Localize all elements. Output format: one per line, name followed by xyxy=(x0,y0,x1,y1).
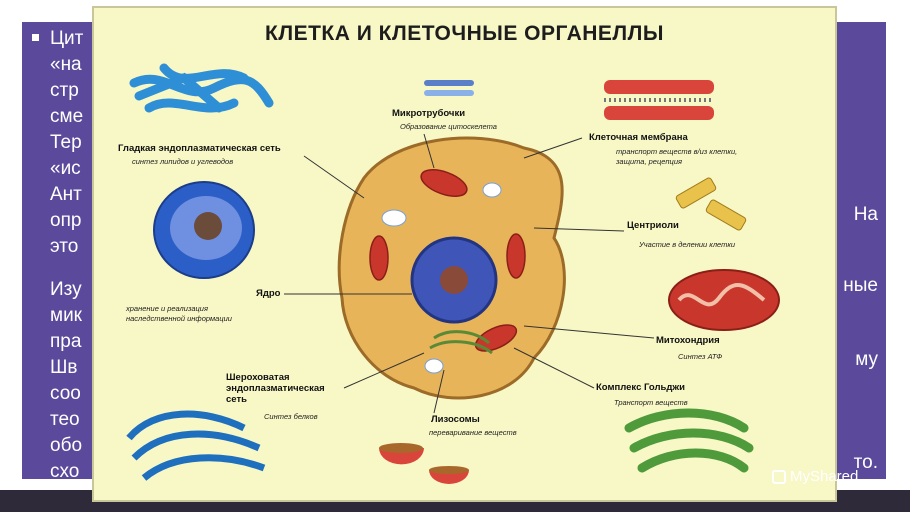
text-line: Цит xyxy=(50,28,84,49)
text-line: «ис xyxy=(50,158,81,179)
text-line: Ант xyxy=(50,184,82,205)
text-line: это xyxy=(50,236,79,257)
cell-mitochondria xyxy=(369,169,526,352)
text-line: Шв xyxy=(50,357,78,378)
label-lysosomes: Лизосомы xyxy=(431,414,480,425)
label-centrioles-sub: Участие в делении клетки xyxy=(639,240,736,249)
label-centrioles: Центриоли xyxy=(627,220,679,231)
text-line: опр xyxy=(50,210,82,231)
label-membrane-sub1: транспорт веществ в/из клетки, xyxy=(616,147,738,156)
label-mitochondria: Митохондрия xyxy=(656,335,720,346)
leader-lines xyxy=(284,133,655,414)
label-membrane: Клеточная мембрана xyxy=(589,132,688,143)
golgi-illustration xyxy=(624,408,754,473)
smooth-er-illustration xyxy=(129,63,274,113)
label-nucleus-sub1: хранение и реализация xyxy=(126,304,208,313)
text-line: Тер xyxy=(50,132,82,153)
label-rough-er-sub: Синтез белков xyxy=(264,412,318,421)
text-line: тео xyxy=(50,409,80,430)
text-line: мик xyxy=(50,305,82,326)
label-smooth-er-sub: синтез липидов и углеводов xyxy=(132,157,234,166)
mitochondrion-illustration xyxy=(668,269,780,331)
nucleus-illustration xyxy=(153,181,255,279)
text-line: сме xyxy=(50,106,84,127)
text-line: схо xyxy=(50,461,80,482)
text-line: ные xyxy=(843,275,878,296)
label-membrane-sub2: защита, рецепция xyxy=(616,157,683,166)
cell-golgi xyxy=(429,330,493,355)
watermark: MyShared xyxy=(772,468,858,485)
cell-poster: КЛЕТКА И КЛЕТОЧНЫЕ ОРГАНЕЛЛЫ xyxy=(92,6,837,502)
text-line: то. xyxy=(853,452,878,473)
bullet-icon xyxy=(32,34,39,41)
lysosome-illustration xyxy=(379,443,469,484)
label-golgi: Комплекс Гольджи xyxy=(596,382,685,393)
label-microtubules: Микротрубочки xyxy=(392,108,466,119)
text-line: му xyxy=(855,349,878,370)
text-line: Изу xyxy=(50,279,82,300)
cell-diagram xyxy=(126,63,780,484)
text-line: На xyxy=(853,204,878,225)
text-line: «на xyxy=(50,54,82,75)
centriole-illustration xyxy=(675,177,747,231)
label-nucleus-sub2: наследственной информации xyxy=(126,314,232,323)
label-rough-er-2: эндоплазматическая xyxy=(226,383,325,394)
label-microtubules-sub: Образование цитоскелета xyxy=(400,122,497,131)
myshared-logo-icon xyxy=(772,469,786,484)
label-smooth-er: Гладкая эндоплазматическая сеть xyxy=(118,143,281,154)
label-rough-er-3: сеть xyxy=(226,394,247,405)
text-line: соо xyxy=(50,383,81,404)
label-nucleus: Ядро xyxy=(256,288,281,299)
membrane-illustration xyxy=(604,80,714,120)
slide-text: Цит «на стр сме Тер «ис Ант опр это Изу … xyxy=(22,22,886,482)
label-rough-er-1: Шероховатая xyxy=(226,372,290,383)
label-golgi-sub: Транспорт веществ xyxy=(614,398,688,407)
text-line: пра xyxy=(50,331,82,352)
cell-body xyxy=(337,136,566,400)
label-mitochondria-sub: Синтез АТФ xyxy=(678,352,723,361)
label-lysosomes-sub: переваривание веществ xyxy=(429,428,517,437)
text-line: обо xyxy=(50,435,83,456)
text-line: стр xyxy=(50,80,79,101)
poster-title: КЛЕТКА И КЛЕТОЧНЫЕ ОРГАНЕЛЛЫ xyxy=(265,22,664,45)
microtubule-illustration xyxy=(424,80,474,96)
rough-er-illustration xyxy=(126,410,266,481)
watermark-text: MyShared xyxy=(790,468,859,485)
